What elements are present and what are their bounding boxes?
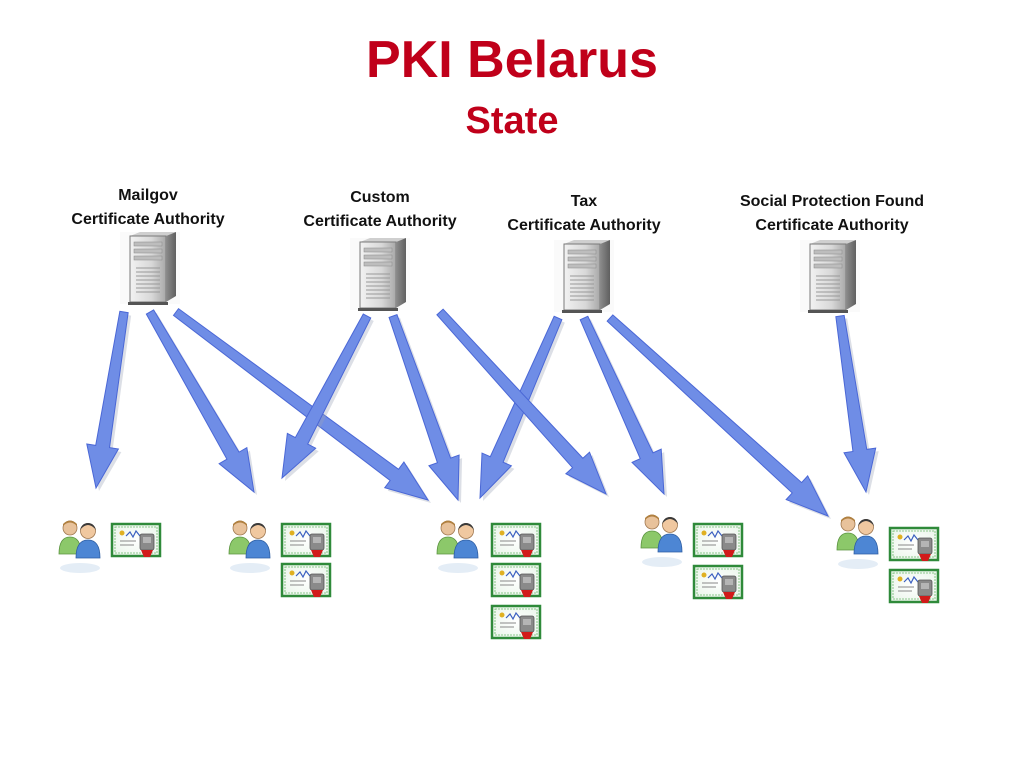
issuance-arrow — [145, 309, 255, 494]
ca-label-mailgov: Mailgov Certificate Authority — [18, 184, 278, 232]
ca-name: Tax — [570, 193, 598, 210]
certificate-icon — [490, 562, 542, 599]
ca-type: Certificate Authority — [303, 213, 457, 230]
server-icon — [349, 237, 411, 312]
issuance-arrow — [436, 308, 607, 496]
server-icon — [119, 231, 181, 306]
issuance-arrow — [579, 315, 665, 496]
certificate-icon — [490, 522, 542, 559]
user-group-4 — [640, 514, 744, 601]
page-title: PKI Belarus — [366, 31, 658, 89]
server-icon — [553, 239, 615, 314]
ca-label-tax: Tax Certificate Authority — [454, 190, 714, 238]
ca-type: Certificate Authority — [71, 211, 225, 228]
ca-type: Certificate Authority — [507, 217, 661, 234]
certificate-icon — [888, 568, 940, 605]
user-group-5 — [836, 516, 940, 605]
certificate-icon — [888, 526, 940, 563]
ca-name: Mailgov — [118, 187, 178, 204]
users-icon — [640, 514, 683, 568]
issuance-arrow — [606, 314, 830, 517]
issuance-arrows — [86, 307, 879, 519]
issuance-arrow — [388, 313, 460, 502]
users-icon — [58, 520, 101, 574]
certificate-icon — [280, 522, 332, 559]
certificate-icon — [692, 564, 744, 601]
certificate-icon — [280, 562, 332, 599]
user-group-2 — [228, 520, 332, 599]
certificate-icon — [490, 604, 542, 641]
user-group-3 — [436, 520, 542, 641]
issuance-arrow — [835, 314, 877, 494]
user-group-1 — [58, 520, 162, 574]
certificate-icon — [692, 522, 744, 559]
ca-name: Social Protection Found — [739, 193, 924, 210]
ca-name: Custom — [350, 189, 410, 206]
ca-label-social-protection: Social Protection Found Certificate Auth… — [702, 190, 962, 238]
issuance-arrow — [86, 310, 129, 490]
ca-label-custom: Custom Certificate Authority — [250, 186, 510, 234]
users-icon — [436, 520, 479, 574]
page-subtitle: State — [465, 100, 559, 142]
users-icon — [228, 520, 271, 574]
certificate-icon — [110, 522, 162, 559]
issuance-arrow — [172, 307, 430, 501]
ca-type: Certificate Authority — [755, 217, 909, 234]
server-icon — [799, 239, 861, 314]
issuance-arrow — [281, 313, 372, 480]
users-icon — [836, 516, 879, 570]
